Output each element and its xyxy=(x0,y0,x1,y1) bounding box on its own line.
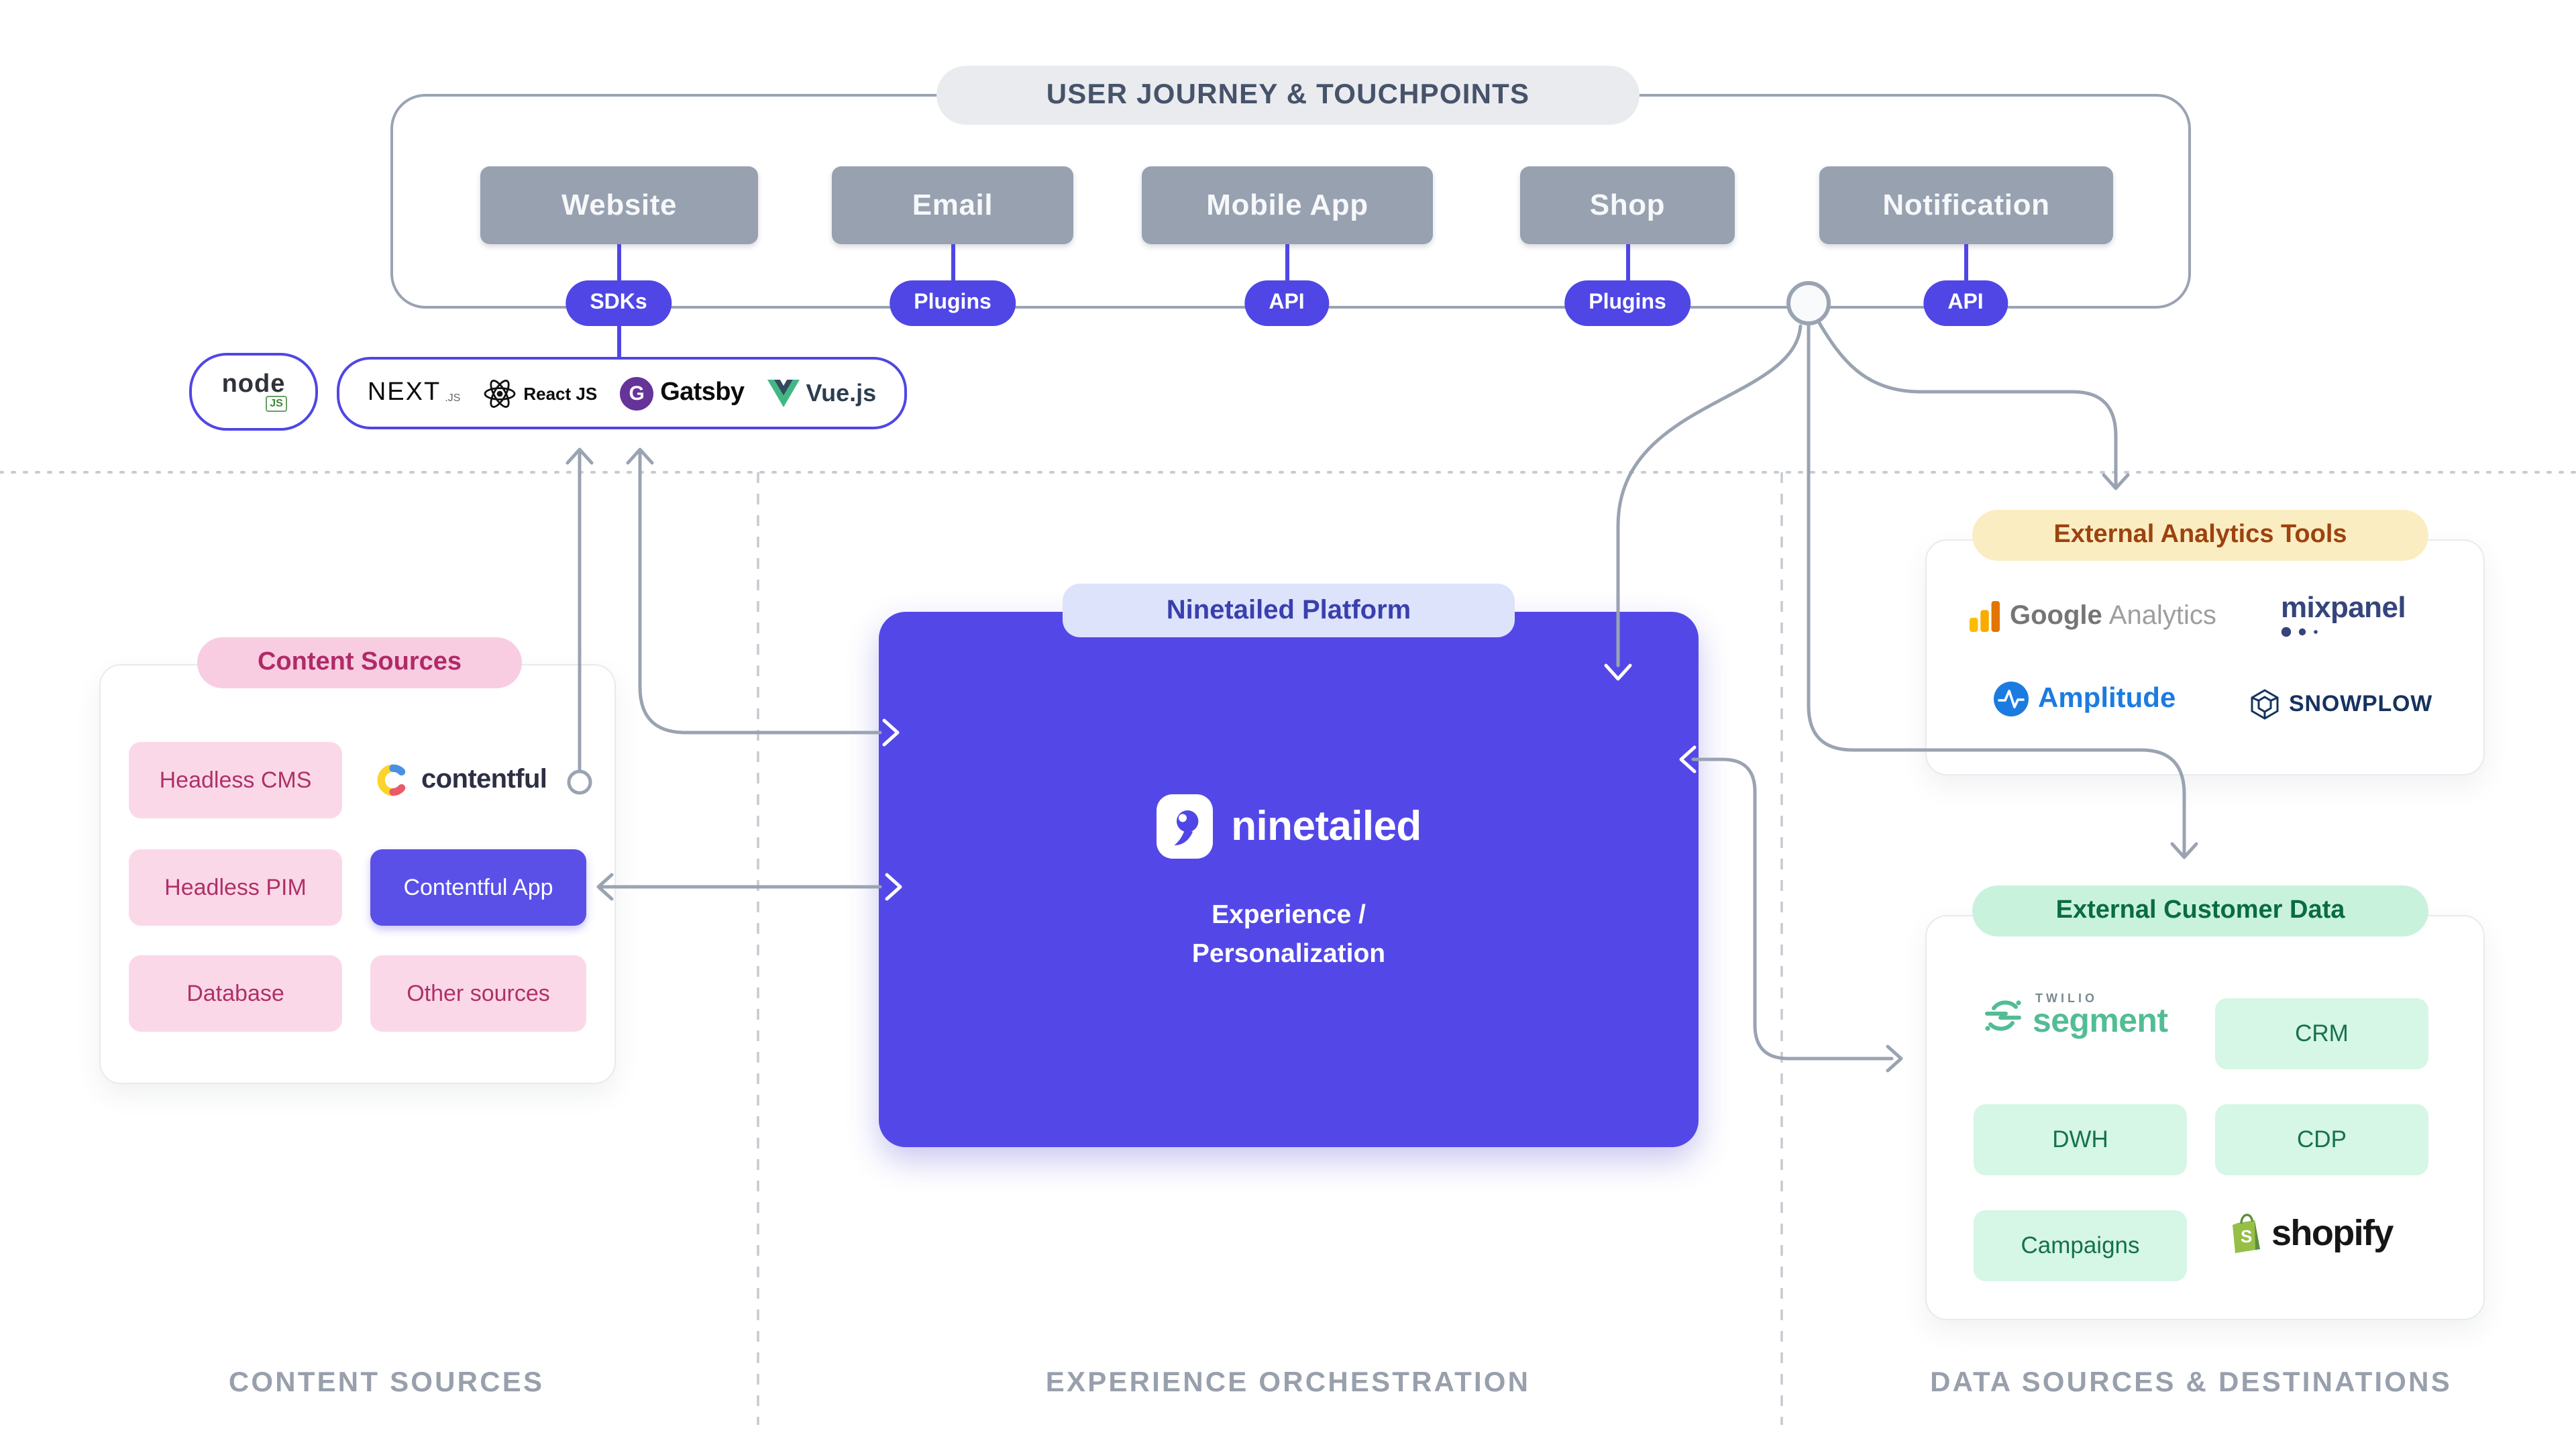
nodejs-js-icon: JS xyxy=(266,395,287,411)
headless-pim-box: Headless PIM xyxy=(129,849,342,926)
crm-box: CRM xyxy=(2215,998,2428,1069)
arrow-down-icon xyxy=(2102,473,2130,490)
cdp-box: CDP xyxy=(2215,1104,2428,1175)
content-sources-title: Content Sources xyxy=(197,637,522,688)
connector-stub xyxy=(1625,244,1629,282)
mixpanel-logo: mixpanel xyxy=(2281,590,2406,639)
caption-line-1: Experience / xyxy=(1212,900,1366,930)
pill-sdks: SDKs xyxy=(566,280,672,326)
pill-plugins: Plugins xyxy=(890,280,1016,326)
gatsby-logo: G Gatsby xyxy=(620,376,745,410)
wire-hub-to-analytics xyxy=(1816,319,2118,488)
nextjs-logo: NEXT .JS xyxy=(367,378,461,407)
touchpoint-shop: Shop xyxy=(1520,166,1735,244)
google-analytics-icon xyxy=(1970,601,2000,632)
shopify-bag-icon: S xyxy=(2233,1214,2260,1253)
ninetailed-icon xyxy=(1156,794,1213,859)
nodejs-badge: node JS xyxy=(189,353,318,431)
analytics-card xyxy=(1925,539,2485,775)
connector-stub xyxy=(616,244,621,282)
nodejs-logo: node xyxy=(221,370,286,398)
touchpoint-website: Website xyxy=(480,166,758,244)
zone-label-content-sources: CONTENT SOURCES xyxy=(228,1367,545,1398)
svg-text:S: S xyxy=(2241,1226,2252,1246)
shopify-logo: S shopify xyxy=(2227,1212,2394,1254)
react-atom-icon xyxy=(484,379,516,407)
vue-logo: Vue.js xyxy=(767,379,876,407)
platform-caption: Experience / Personalization xyxy=(879,896,1699,974)
wire-frameworks-to-platform xyxy=(638,449,882,735)
snowplow-icon xyxy=(2251,689,2279,720)
connector-stub xyxy=(1285,244,1289,282)
arrow-right-icon xyxy=(1886,1044,1903,1073)
touchpoint-mobile-app: Mobile App xyxy=(1142,166,1433,244)
snowplow-logo: SNOWPLOW xyxy=(2249,688,2432,720)
frameworks-badge: NEXT .JS React JS G Gatsby Vue.js xyxy=(337,357,907,429)
customer-data-title: External Customer Data xyxy=(1972,885,2428,936)
twilio-label: TWILIO xyxy=(2035,991,2098,1005)
google-analytics-logo: Google Analytics xyxy=(1970,601,2216,632)
ninetailed-platform-title: Ninetailed Platform xyxy=(1063,584,1515,637)
mixpanel-dots-icon xyxy=(2281,627,2318,637)
arrow-up-icon xyxy=(626,447,654,465)
user-journey-banner: USER JOURNEY & TOUCHPOINTS xyxy=(936,66,1640,125)
pill-plugins-2: Plugins xyxy=(1564,280,1690,326)
amplitude-logo: Amplitude xyxy=(1994,682,2176,716)
gatsby-icon: G xyxy=(620,376,654,410)
arrow-up-icon xyxy=(566,447,594,465)
contentful-logo: contentful xyxy=(373,751,561,808)
campaigns-box: Campaigns xyxy=(1974,1210,2187,1281)
headless-cms-box: Headless CMS xyxy=(129,742,342,818)
other-sources-box: Other sources xyxy=(370,955,586,1032)
connector-stub xyxy=(616,326,621,358)
segment-logo: TWILIO segment xyxy=(1983,991,2168,1038)
touchpoint-notification: Notification xyxy=(1819,166,2113,244)
caption-line-2: Personalization xyxy=(1191,939,1386,969)
wire-platform-to-customer-data xyxy=(1691,757,1894,1061)
contentful-app-box: Contentful App xyxy=(370,849,586,926)
dwh-box: DWH xyxy=(1974,1104,2187,1175)
contentful-icon xyxy=(377,764,406,796)
pill-api: API xyxy=(1244,280,1329,326)
connector-stub xyxy=(951,244,955,282)
zone-label-experience-orchestration: EXPERIENCE ORCHESTRATION xyxy=(1045,1367,1531,1398)
arrow-down-icon xyxy=(2170,842,2198,859)
amplitude-icon xyxy=(1994,682,2029,716)
touchpoint-email: Email xyxy=(832,166,1073,244)
connector-stub xyxy=(1964,244,1968,282)
pill-api-2: API xyxy=(1923,280,2008,326)
react-logo: React JS xyxy=(483,376,597,410)
database-box: Database xyxy=(129,955,342,1032)
vue-icon xyxy=(767,379,800,407)
ninetailed-platform-box xyxy=(879,612,1699,1147)
segment-icon xyxy=(1985,1000,2021,1031)
zone-label-data-sources: DATA SOURCES & DESTINATIONS xyxy=(1930,1367,2452,1398)
ninetailed-logo: ninetailed xyxy=(879,794,1699,859)
analytics-title: External Analytics Tools xyxy=(1972,510,2428,561)
